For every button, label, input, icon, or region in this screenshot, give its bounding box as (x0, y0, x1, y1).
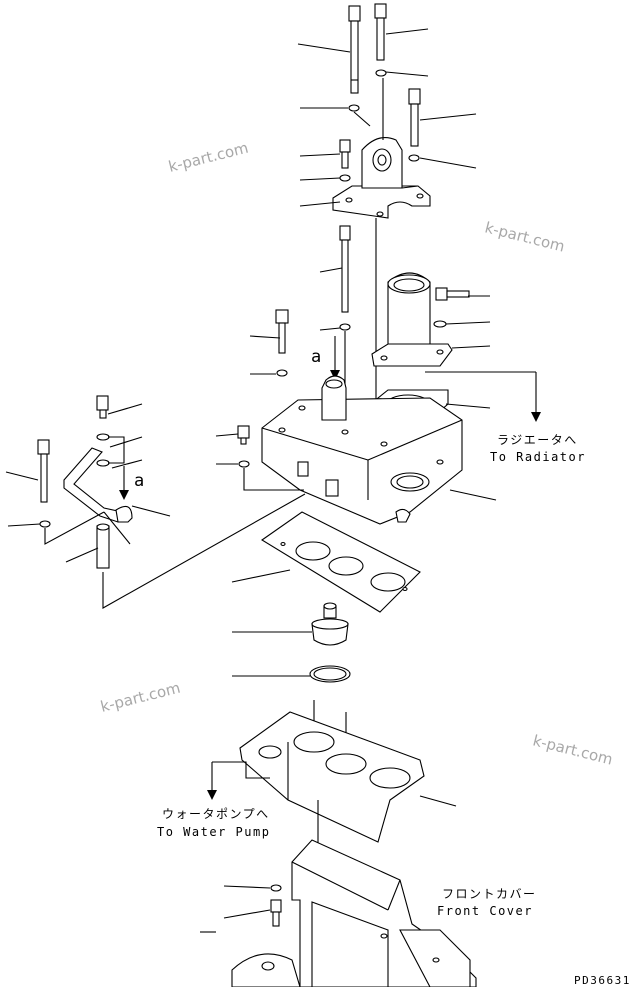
guide-line (103, 511, 131, 545)
water-pump-arrow-head (207, 790, 217, 800)
outlet-bolt (433, 287, 470, 328)
connector-tube (96, 523, 110, 569)
water-pump-flow-line (212, 761, 270, 779)
guide-line (108, 436, 125, 464)
pipe-bolt-left (37, 439, 51, 528)
watermark-3: k-part.com (99, 679, 183, 716)
ref-label-a-pipe: a (134, 471, 144, 491)
label-to-water-pump-jp: ウォータポンプへ (162, 807, 270, 821)
label-front-cover: Front Cover (437, 904, 533, 918)
front-cover (231, 839, 477, 988)
watermark-2: k-part.com (483, 218, 567, 255)
guide-line (243, 468, 304, 491)
thermostat (311, 602, 349, 646)
thermostat-seal (309, 665, 351, 683)
water-pump-cover (239, 711, 425, 843)
label-front-cover-jp: フロントカバー (442, 887, 537, 901)
housing-side-bolt (237, 425, 250, 468)
guide-line (353, 111, 371, 127)
front-cover-bolt (270, 884, 282, 927)
watermark-4: k-part.com (531, 731, 615, 768)
outlet-elbow (371, 272, 453, 367)
bolt-left-small (275, 309, 289, 377)
bypass-pipe (63, 447, 133, 523)
thermostat-housing (261, 375, 463, 525)
bolt-right-bracket (408, 88, 421, 162)
ref-arrow-head (330, 370, 340, 380)
short-bolt-left-bracket (339, 139, 351, 182)
pipe-bolt-top (96, 395, 110, 467)
guide-line (102, 493, 306, 609)
ref-label-a: a (311, 347, 321, 367)
washer-top-left (348, 104, 360, 112)
long-bolt-top-left (348, 5, 361, 94)
radiator-arrow-head (531, 412, 541, 422)
long-bolt-center (339, 225, 351, 331)
label-to-radiator-jp: ラジエータへ (497, 433, 578, 447)
label-to-radiator: To Radiator (490, 450, 586, 464)
ref-arrow-pipe-head (119, 490, 129, 500)
bolt-top-right (374, 3, 387, 61)
watermark-1: k-part.com (167, 139, 251, 176)
housing-gasket (260, 511, 421, 613)
leader-lines (5, 28, 497, 933)
label-to-water-pump: To Water Pump (157, 825, 270, 839)
guide-line (44, 511, 105, 545)
washer-top-right (375, 69, 387, 77)
hanger-bracket (332, 137, 431, 219)
figure-code: PD36631 (574, 974, 631, 987)
